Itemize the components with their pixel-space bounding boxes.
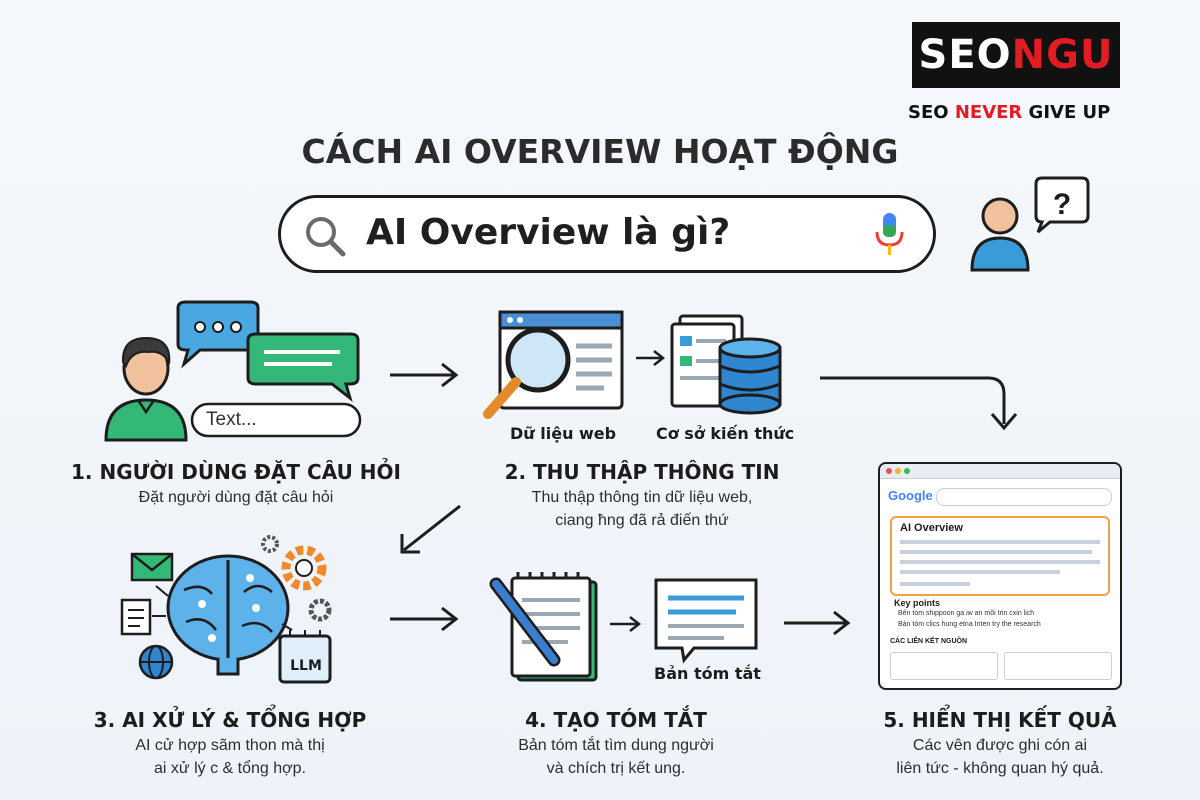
chip-icon <box>278 630 332 684</box>
magnifier-icon <box>483 327 571 419</box>
arrow-icon <box>390 362 459 388</box>
search-query: AI Overview là gì? <box>366 212 731 253</box>
chip-label: LLM <box>290 658 322 674</box>
brand-tagline: SEO NEVER GIVE UP <box>908 102 1128 123</box>
step1-desc: Đặt người dùng đặt câu hỏi <box>138 489 334 506</box>
ai-overview-heading: AI Overview <box>900 522 963 534</box>
summary-label: Bản tóm tắt <box>654 664 761 683</box>
person-question-icon: ? <box>970 176 1090 272</box>
label-knowledge-base: Cơ sở kiến thức <box>656 424 795 443</box>
arrow-icon <box>784 610 851 636</box>
arrow-icon <box>390 606 459 632</box>
gear-icon <box>281 545 327 591</box>
arrow-icon <box>820 376 1018 431</box>
svg-text:?: ? <box>1053 188 1071 221</box>
tagline-end: GIVE UP <box>1022 102 1111 123</box>
step1-illustration <box>104 300 362 442</box>
step2-title: 2. THU THẬP THÔNG TIN <box>504 460 780 484</box>
step1-input-text: Text... <box>206 409 257 430</box>
gear-icon <box>261 535 332 622</box>
mail-icon <box>130 552 174 582</box>
brain-icon <box>166 554 290 676</box>
notepad-pen-icon <box>489 572 598 682</box>
step2-desc: Thu thập thông tin dữ liệu web,ciang ħng… <box>531 489 753 529</box>
step3-title: 3. AI XỬ LÝ & TỔNG HỢP <box>93 708 367 732</box>
key-point-1: Bến tom shippoon ga iw an mõi trin cxin … <box>898 610 1035 617</box>
label-web-data: Dữ liệu web <box>510 424 617 443</box>
browser-result-icon: Google AI Overview Key points Bến tom sh… <box>878 462 1122 690</box>
text-field-shape <box>190 402 362 438</box>
arrow-icon <box>400 504 461 554</box>
microphone-icon[interactable] <box>872 210 908 260</box>
summary-card-icon <box>654 578 758 664</box>
step1-title: 1. NGƯỜI DÙNG ĐẶT CÂU HỎI <box>71 460 401 484</box>
globe-icon <box>138 644 174 680</box>
search-bar[interactable] <box>278 195 936 273</box>
step4-illustration <box>489 572 758 682</box>
google-logo-text: Google <box>888 488 933 503</box>
search-icon <box>306 217 346 257</box>
key-points-heading: Key points <box>894 598 941 608</box>
step5-title: 5. HIỂN THỊ KẾT QUẢ <box>883 708 1117 732</box>
key-point-2: Bản tóm clics hung etna Inten try the re… <box>898 621 1041 628</box>
step4-title: 4. TẠO TÓM TẮT <box>525 708 707 732</box>
database-icon <box>718 337 782 415</box>
source-links-heading: CÁC LIÊN KẾT NGUỒN <box>890 638 967 645</box>
tagline-red: NEVER <box>954 102 1023 123</box>
step2-illustration <box>483 310 782 419</box>
diagram-title: CÁCH AI OVERVIEW HOẠT ĐỘNG <box>301 132 899 171</box>
step3-illustration <box>120 535 332 684</box>
tagline-start: SEO <box>908 102 955 123</box>
logo-seo-text: SEO <box>918 32 1012 78</box>
logo-ngu-text: NGU <box>1011 32 1114 78</box>
